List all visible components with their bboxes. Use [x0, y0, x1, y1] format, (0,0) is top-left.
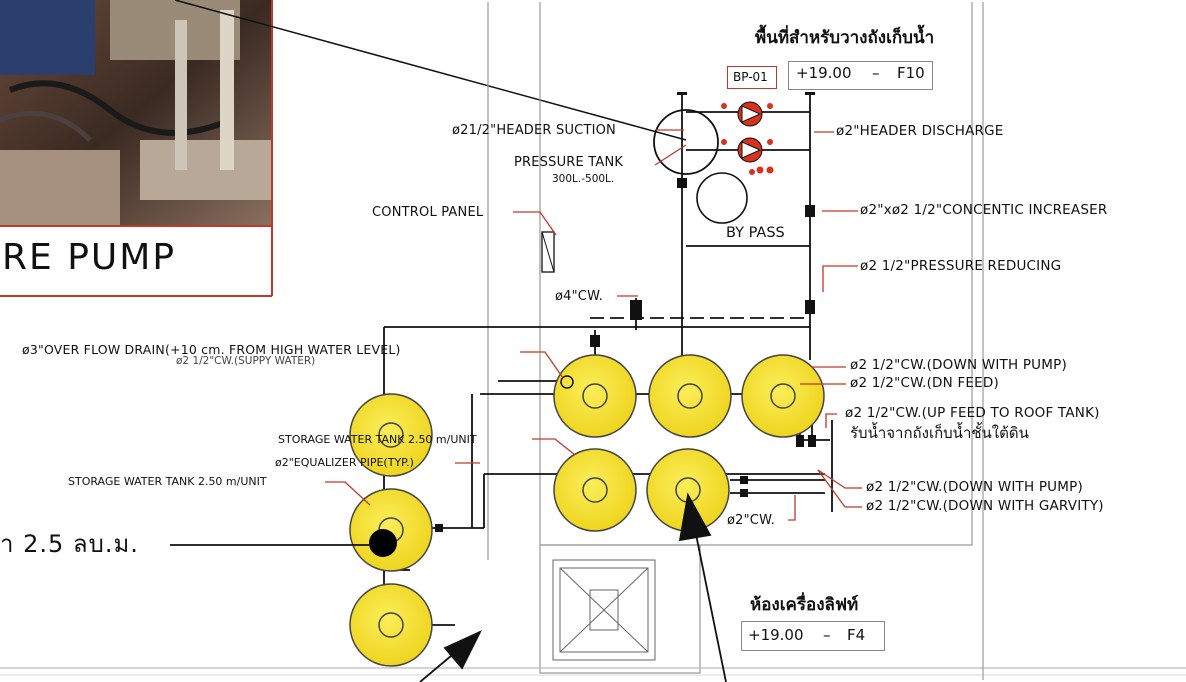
tank: [648, 354, 732, 438]
pump-set: [541, 101, 774, 273]
pump-photo: [0, 0, 272, 226]
zone-top-title: พื้นที่สำหรับวางถังเก็บน้ำ: [755, 28, 935, 48]
label-pressure-tank: PRESSURE TANK: [514, 155, 624, 170]
label-up-feed: ø2 1/2"CW.(UP FEED TO ROOF TANK): [845, 405, 1100, 421]
zone-bottom-floor: F4: [847, 626, 866, 644]
zone-top-level: +19.00: [796, 64, 852, 82]
label-header-discharge: ø2"HEADER DISCHARGE: [836, 123, 1004, 139]
label-down-pump-2: ø2 1/2"CW.(DOWN WITH PUMP): [866, 479, 1083, 495]
label-storage-tank-b: STORAGE WATER TANK 2.50 m/UNIT: [68, 475, 267, 488]
label-pressure-reducing: ø2 1/2"PRESSURE REDUCING: [860, 258, 1062, 274]
zone-bottom-level: +19.00: [748, 626, 804, 644]
label-supply-overlap: ø2 1/2"CW.(SUPPY WATER): [176, 355, 316, 367]
tank: [349, 583, 433, 667]
photo-caption: RE PUMP: [2, 237, 177, 278]
tank: [349, 393, 433, 477]
leader-arrows: [170, 492, 727, 682]
zone-bottom-dash: –: [823, 626, 831, 644]
storage-tanks: [349, 354, 825, 667]
zone-top-tag: BP-01: [733, 70, 768, 84]
zone-top-level-box: [788, 61, 933, 90]
label-capacity: า 2.5 ลบ.ม.: [0, 530, 139, 558]
label-down-pump-1: ø2 1/2"CW.(DOWN WITH PUMP): [850, 357, 1067, 373]
zone-bottom-level-box: [741, 621, 885, 651]
label-overflow: ø3"OVER FLOW DRAIN(+10 cm. FROM HIGH WAT…: [22, 342, 401, 357]
label-concentric: ø2"xø2 1/2"CONCENTIC INCREASER: [860, 202, 1108, 218]
fittings: [435, 92, 816, 532]
photo-caption-box: [0, 226, 272, 296]
label-dn-feed: ø2 1/2"CW.(DN FEED): [850, 375, 999, 391]
label-control-panel: CONTROL PANEL: [372, 205, 484, 220]
label-equalizer: ø2"EQUALIZER PIPE(TYP.): [275, 456, 414, 469]
label-by-pass: BY PASS: [726, 225, 785, 241]
tank: [553, 354, 637, 438]
zone-top-floor: F10: [897, 64, 925, 82]
callout-leaders: [325, 129, 862, 521]
zone-top-dash: –: [872, 64, 880, 82]
tank: [741, 354, 825, 438]
tank: [553, 448, 637, 532]
elevator-machine: [552, 559, 656, 661]
label-thai-receive: รับน้ำจากถังเก็บน้ำชั้นใต้ดิน: [850, 424, 1029, 442]
label-down-gravity: ø2 1/2"CW.(DOWN WITH GARVITY): [866, 498, 1104, 514]
label-pressure-tank-size: 300L.-500L.: [552, 173, 615, 185]
label-storage-tank-a: STORAGE WATER TANK 2.50 m/UNIT: [278, 433, 477, 446]
label-cw2: ø2"CW.: [727, 513, 775, 528]
label-header-suction: ø21/2"HEADER SUCTION: [452, 123, 616, 138]
label-cw4: ø4"CW.: [555, 289, 603, 304]
tank: [349, 488, 433, 572]
zone-bottom-title: ห้องเครื่องลิฟท์: [750, 595, 859, 615]
zone-top-tag-box: [727, 66, 777, 89]
marker-dot: [369, 529, 397, 557]
